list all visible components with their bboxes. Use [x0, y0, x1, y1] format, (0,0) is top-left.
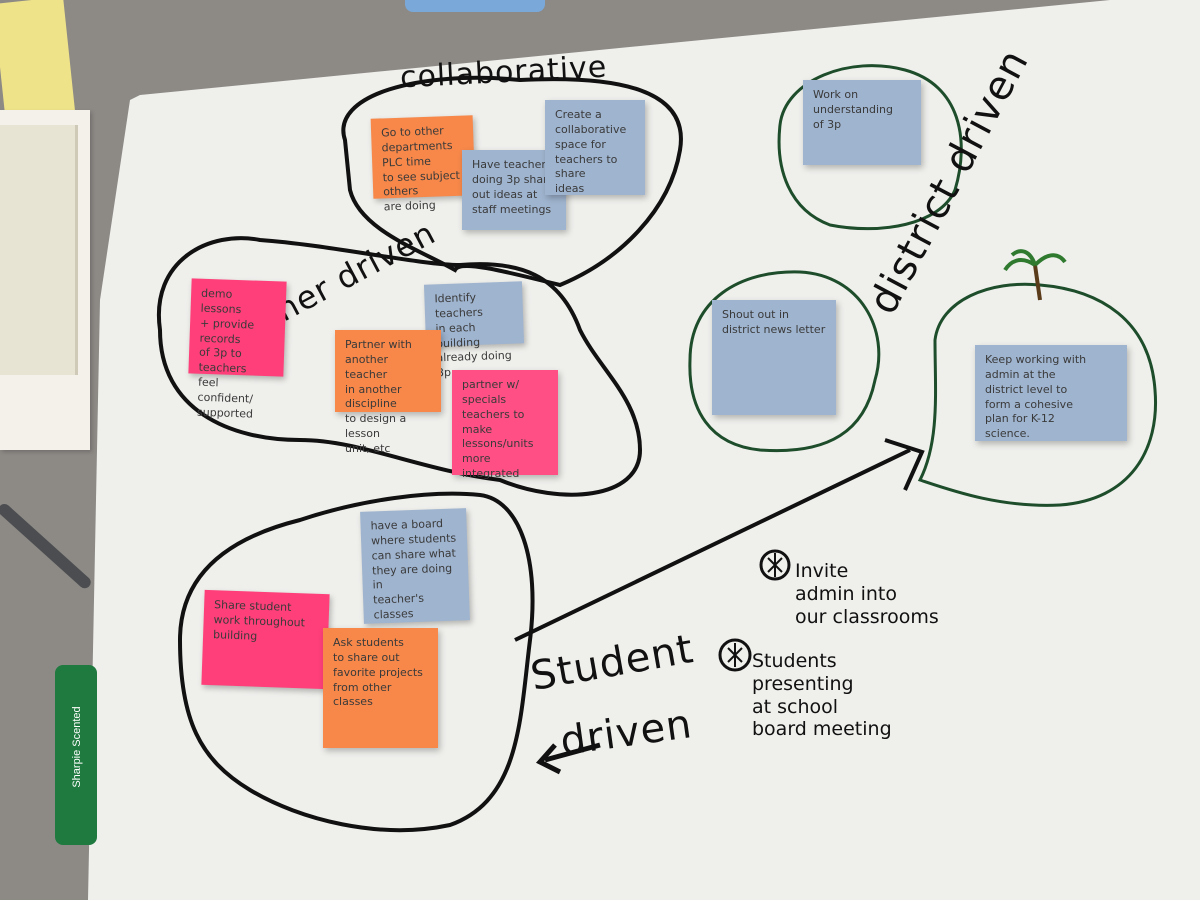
action-item-invite-admin: Invite admin into our classrooms — [795, 560, 939, 628]
sticky-note: Partner with another teacher in another … — [335, 330, 441, 455]
marker-pen: Sharpie Scented — [55, 665, 97, 845]
sticky-note: Go to other departments PLC time to see … — [370, 115, 476, 214]
sticky-note: have a board where students can share wh… — [360, 508, 470, 624]
sticky-note: Ask students to share out favorite proje… — [323, 628, 438, 748]
pen-top — [405, 0, 545, 12]
sticky-note: Share student work throughout building — [201, 589, 330, 690]
paper-stack — [0, 125, 78, 375]
sticky-note: Create a collaborative space for teacher… — [545, 100, 645, 195]
sticky-note: partner w/ specials teachers to make les… — [452, 370, 558, 480]
action-item-students-presenting: Students presenting at school board meet… — [752, 650, 892, 741]
marker-brand-label: Sharpie Scented — [71, 706, 83, 788]
sticky-note: Work on understanding of 3p — [803, 80, 921, 165]
sticky-note: Shout out in district news letter — [712, 300, 836, 415]
sticky-note: demo lessons + provide records of 3p to … — [188, 278, 287, 420]
sticky-note: Keep working with admin at the district … — [975, 345, 1127, 441]
